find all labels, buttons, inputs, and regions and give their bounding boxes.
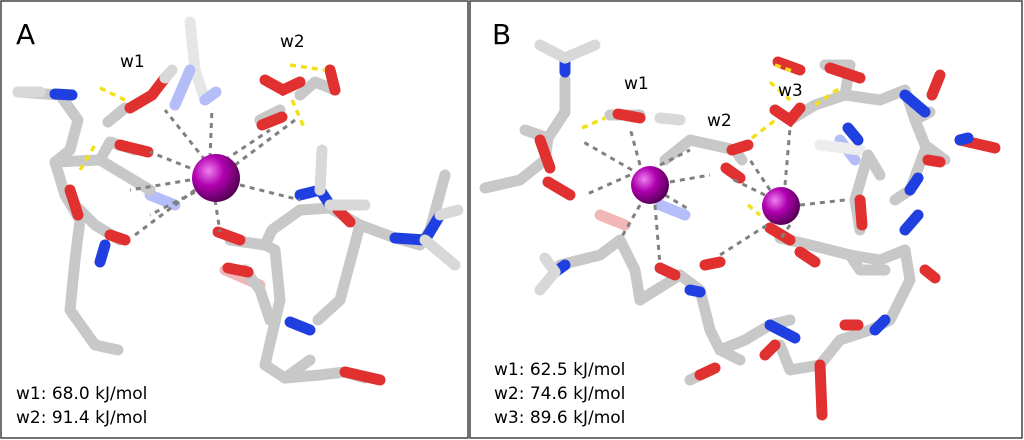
energy-line-w1: w1: 68.0 kJ/mol bbox=[16, 384, 147, 404]
panel-b-hydrogen-sticks bbox=[534, 39, 686, 296]
panel-b-background-sticks bbox=[594, 134, 866, 231]
panel-b-oxygen-sticks bbox=[534, 56, 1001, 421]
water-label-w2: w2 bbox=[280, 32, 305, 52]
panel-b-hbonds bbox=[581, 63, 841, 217]
energy-line-w2: w2: 74.6 kJ/mol bbox=[494, 384, 625, 404]
panel-a-coordination-bonds bbox=[129, 107, 301, 237]
metal-ion-sphere-b2 bbox=[762, 187, 800, 225]
energy-line-w1: w1: 62.5 kJ/mol bbox=[494, 360, 625, 380]
water-label-w2: w2 bbox=[707, 111, 732, 131]
panel-a-hydrogen-sticks bbox=[12, 64, 464, 271]
panel-b: B bbox=[469, 0, 1023, 439]
panel-b-nitrogen-sticks bbox=[549, 52, 974, 344]
water-label-w1: w1 bbox=[624, 74, 649, 94]
energy-line-w3: w3: 89.6 kJ/mol bbox=[494, 408, 625, 428]
panel-a-frame bbox=[0, 0, 469, 439]
water-label-w3: w3 bbox=[778, 81, 803, 101]
panel-a-hbonds bbox=[78, 63, 326, 171]
metal-ion-sphere-a bbox=[192, 154, 240, 202]
panel-a-oxygen-sticks bbox=[64, 64, 386, 386]
panel-a-letter: A bbox=[16, 18, 35, 51]
panel-b-letter: B bbox=[492, 18, 511, 51]
water-label-w1: w1 bbox=[120, 52, 145, 72]
panel-a: A bbox=[0, 0, 469, 439]
energy-line-w2: w2: 91.4 kJ/mol bbox=[16, 408, 147, 428]
panel-b-coordination-bonds bbox=[579, 127, 846, 266]
metal-ion-sphere-b1 bbox=[631, 166, 669, 204]
